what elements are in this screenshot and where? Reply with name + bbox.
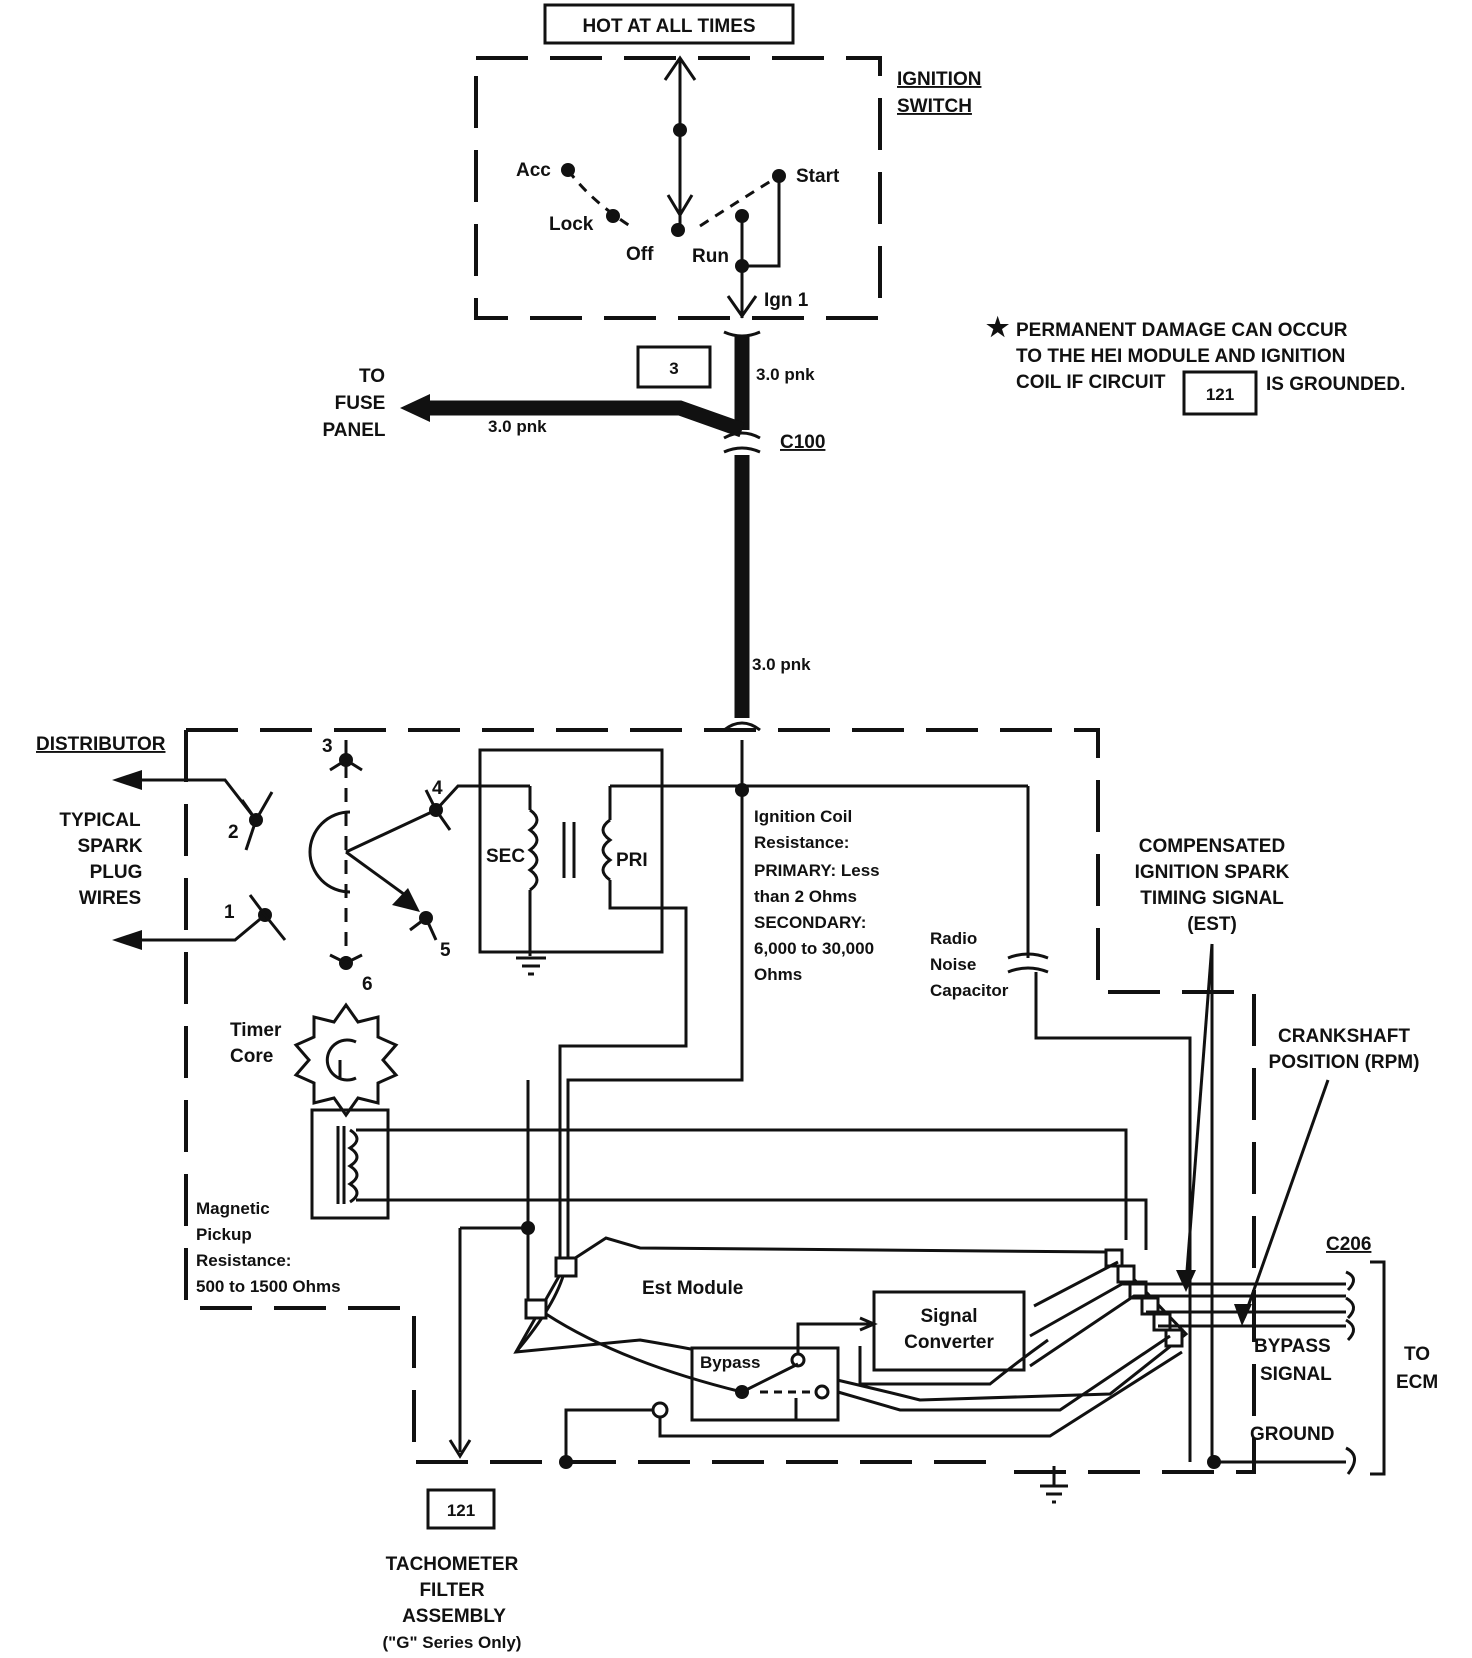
warning-circuit-number: 121 [1206, 385, 1234, 404]
distributor-title: DISTRIBUTOR [36, 734, 166, 755]
typical-spark-line2: SPARK [77, 836, 142, 857]
signal-converter-line2: Converter [904, 1332, 994, 1353]
capacitor-line1: Radio [930, 929, 977, 948]
to-fuse-panel-line2: FUSE [335, 393, 386, 414]
to-fuse-panel-line3: PANEL [323, 420, 386, 441]
tach-label-line1: TACHOMETER [386, 1554, 519, 1575]
coil-res-line3: PRIMARY: Less [754, 861, 880, 880]
pickup-line4: 500 to 1500 Ohms [196, 1277, 341, 1296]
tach-filter-leads [448, 1080, 530, 1459]
est-line1: COMPENSATED [1139, 836, 1285, 857]
pickup-line2: Pickup [196, 1225, 252, 1244]
typical-spark-line3: PLUG [90, 862, 143, 883]
terminal-3: 3 [322, 736, 333, 757]
warning-line1: PERMANENT DAMAGE CAN OCCUR [1016, 320, 1348, 341]
distributor-enclosure [184, 728, 1256, 1474]
coil-res-line6: 6,000 to 30,000 [754, 939, 874, 958]
coil-sec-label: SEC [486, 846, 525, 867]
switch-pos-run: Run [692, 246, 729, 267]
coil-res-line4: than 2 Ohms [754, 887, 857, 906]
ignition-coil [478, 748, 1028, 1270]
coil-res-line5: SECONDARY: [754, 913, 866, 932]
ignition-switch-title-line1: IGNITION [897, 69, 981, 90]
switch-pos-off: Off [626, 244, 654, 265]
warning-line3-prefix: COIL IF CIRCUIT [1016, 372, 1166, 393]
bypass-signal-line1: BYPASS [1254, 1336, 1331, 1357]
crank-line1: CRANKSHAFT [1278, 1026, 1410, 1047]
bypass-signal-line2: SIGNAL [1260, 1364, 1332, 1385]
feed-circuit-number: 3 [669, 359, 678, 378]
module-output-wires [559, 944, 1346, 1504]
est-line4: (EST) [1187, 914, 1237, 935]
timer-core-icon [293, 1002, 399, 1118]
capacitor-line2: Noise [930, 955, 976, 974]
coil-res-line1: Ignition Coil [754, 807, 852, 826]
ground-label: GROUND [1250, 1424, 1334, 1445]
to-ecm-line2: ECM [1396, 1372, 1438, 1393]
tach-circuit-number: 121 [447, 1501, 475, 1520]
terminal-6: 6 [362, 974, 373, 995]
typical-spark-line4: WIRES [79, 888, 141, 909]
pickup-line3: Resistance: [196, 1251, 291, 1270]
feed-wire-label-left: 3.0 pnk [488, 417, 547, 436]
feed-circuit-box [636, 345, 712, 389]
tach-circuit-box [426, 1488, 496, 1530]
tach-label-line2: FILTER [419, 1580, 484, 1601]
feed-wire-3-0-pnk [400, 330, 761, 732]
spark-plug-wires [112, 770, 287, 950]
typical-spark-line1: TYPICAL [59, 810, 141, 831]
signal-converter-line1: Signal [920, 1306, 977, 1327]
bypass-label: Bypass [700, 1353, 760, 1372]
connector-c100: C100 [780, 432, 825, 453]
capacitor-line3: Capacitor [930, 981, 1009, 1000]
signal-leader-lines [1176, 943, 1330, 1326]
crank-line2: POSITION (RPM) [1269, 1052, 1420, 1073]
to-fuse-panel-line1: TO [359, 366, 385, 387]
coil-res-line7: Ohms [754, 965, 802, 984]
signal-converter-box [872, 1290, 1026, 1372]
ecm-connector-bracket [1345, 1260, 1386, 1476]
switch-ign1: Ign 1 [764, 290, 809, 311]
distributor-rotor [308, 740, 530, 970]
timer-core-line1: Timer [230, 1020, 282, 1041]
terminal-4: 4 [432, 778, 443, 799]
ignition-switch-title-line2: SWITCH [897, 96, 972, 117]
bypass-switch [545, 1312, 878, 1420]
est-line3: TIMING SIGNAL [1140, 888, 1284, 909]
ignition-switch-contacts [561, 55, 786, 319]
pickup-line1: Magnetic [196, 1199, 270, 1218]
magnetic-pickup [310, 1108, 1148, 1250]
est-module [513, 1236, 1189, 1402]
tach-label-line3: ASSEMBLY [402, 1606, 506, 1627]
connector-c206: C206 [1326, 1234, 1371, 1255]
warning-line2: TO THE HEI MODULE AND IGNITION [1016, 346, 1345, 367]
module-feed-wires [566, 740, 1192, 1258]
warning-circuit-box [1182, 370, 1258, 416]
switch-pos-acc: Acc [516, 160, 551, 181]
to-ecm-line1: TO [1404, 1344, 1430, 1365]
feed-wire-label-top: 3.0 pnk [756, 365, 815, 384]
timer-core-line2: Core [230, 1046, 273, 1067]
warning-star-icon: ★ [986, 312, 1010, 342]
terminal-2: 2 [228, 822, 239, 843]
feed-wire-label-bottom: 3.0 pnk [752, 655, 811, 674]
coil-pri-label: PRI [616, 850, 648, 871]
coil-res-line2: Resistance: [754, 833, 849, 852]
warning-line3-suffix: IS GROUNDED. [1266, 374, 1405, 395]
est-line2: IGNITION SPARK [1135, 862, 1290, 883]
terminal-5: 5 [440, 940, 451, 961]
hot-at-all-times-box [543, 3, 795, 45]
switch-pos-start: Start [796, 166, 840, 187]
est-module-title: Est Module [642, 1278, 743, 1299]
ignition-switch-enclosure [474, 56, 882, 320]
hot-at-all-times-label: HOT AT ALL TIMES [582, 16, 755, 37]
terminal-1: 1 [224, 902, 235, 923]
switch-pos-lock: Lock [549, 214, 594, 235]
tach-label-line4: ("G" Series Only) [383, 1633, 522, 1652]
